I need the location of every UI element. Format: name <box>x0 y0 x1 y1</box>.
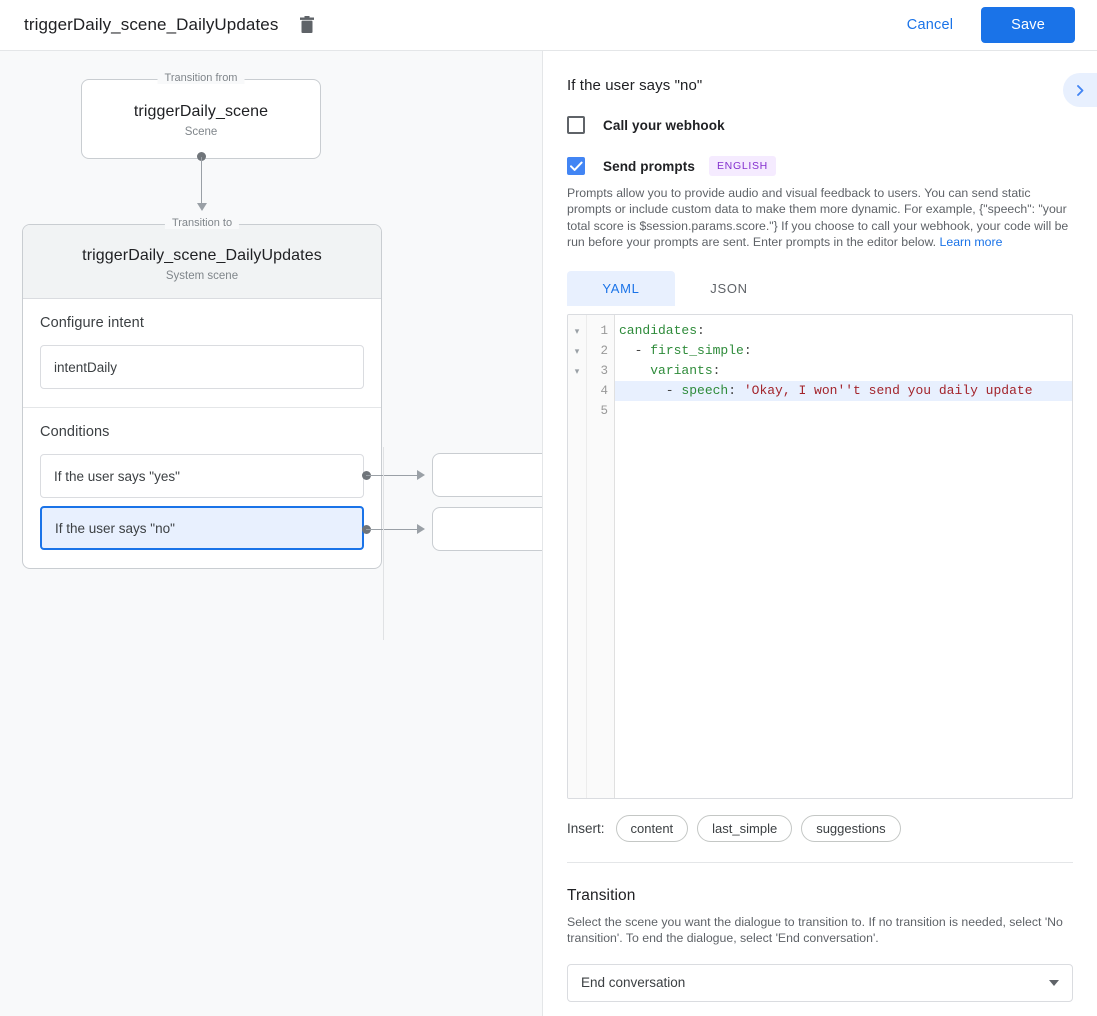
editor-format-tabs: YAML JSON <box>567 271 1073 307</box>
line-number: 5 <box>600 404 608 419</box>
line-number: 1 <box>600 324 608 339</box>
cancel-button[interactable]: Cancel <box>893 8 967 42</box>
editor-line-numbers: 1 2 3 4 5 <box>587 315 615 799</box>
code-line: variants: <box>650 363 721 379</box>
tab-json[interactable]: JSON <box>710 281 748 297</box>
configure-intent-label: Configure intent <box>40 315 144 331</box>
tab-yaml[interactable]: YAML <box>567 271 675 307</box>
condition-item-no[interactable]: If the user says "no" <box>40 506 364 550</box>
conditions-section: Conditions If the user says "yes" If the… <box>23 407 381 568</box>
section-divider <box>567 862 1073 864</box>
conditions-label: Conditions <box>40 424 110 440</box>
line-number: 2 <box>600 344 608 359</box>
page-title: triggerDaily_scene_DailyUpdates <box>24 15 279 34</box>
panel-header: If the user says "no" <box>543 51 1097 94</box>
code-line: - speech: 'Okay, I won''t send you daily… <box>615 381 1072 402</box>
transition-title: Transition <box>567 887 636 905</box>
transition-to-header: Transition to triggerDaily_scene_DailyUp… <box>23 217 381 299</box>
transition-to-legend: Transition to <box>164 217 240 229</box>
send-prompts-label: Send prompts <box>603 158 695 174</box>
editor-fold-gutter[interactable]: ▾ ▾ ▾ <box>568 315 587 799</box>
target-card-no[interactable] <box>432 507 542 551</box>
transition-select-value: End conversation <box>581 975 686 991</box>
details-panel: If the user says "no" Call your webhook … <box>542 51 1097 1016</box>
fold-marker[interactable]: ▾ <box>574 346 580 357</box>
language-badge: ENGLISH <box>708 156 776 176</box>
edge-source-dot <box>197 152 206 161</box>
condition-yes-edge-arrow <box>417 470 425 480</box>
prompts-description-text: Prompts allow you to provide audio and v… <box>567 186 1069 249</box>
code-line: - first_simple: <box>619 343 752 359</box>
edge-vertical-line <box>201 157 202 205</box>
configure-intent-section: Configure intent intentDaily <box>23 299 381 407</box>
transition-from-title: triggerDaily_scene <box>133 103 269 120</box>
condition-no-edge-arrow <box>417 524 425 534</box>
webhook-checkbox[interactable] <box>567 116 585 134</box>
line-number: 4 <box>600 384 608 399</box>
code-line <box>615 401 1072 421</box>
panel-title: If the user says "no" <box>567 77 703 94</box>
code-editor[interactable]: ▾ ▾ ▾ 1 2 3 4 5 candidates: - first_simp… <box>567 314 1073 800</box>
intent-field[interactable]: intentDaily <box>40 345 364 389</box>
transition-to-node[interactable]: Transition to triggerDaily_scene_DailyUp… <box>22 217 382 569</box>
line-number: 3 <box>600 364 608 379</box>
insert-chip-last-simple[interactable]: last_simple <box>697 815 793 843</box>
transition-from-legend: Transition from <box>157 72 245 84</box>
target-card-yes[interactable] <box>432 453 542 497</box>
panel-body: Call your webhook Send prompts ENGLISH P… <box>543 116 1097 864</box>
edge-arrow-down <box>197 203 207 211</box>
prompts-row: Send prompts ENGLISH <box>567 156 1073 176</box>
transition-select[interactable]: End conversation <box>567 963 1073 1002</box>
caret-down-icon <box>1049 979 1059 986</box>
transition-from-subtitle: Scene <box>184 126 218 138</box>
delete-button[interactable] <box>292 10 322 40</box>
fold-marker[interactable]: ▾ <box>574 326 580 337</box>
insert-chip-content[interactable]: content <box>615 815 689 843</box>
webhook-label: Call your webhook <box>603 117 725 133</box>
canvas-guide-line <box>383 447 384 640</box>
prompts-description: Prompts allow you to provide audio and v… <box>567 185 1073 250</box>
transition-description: Select the scene you want the dialogue t… <box>567 915 1063 946</box>
fold-marker[interactable]: ▾ <box>574 366 580 377</box>
insert-label: Insert: <box>567 821 605 837</box>
condition-item-yes[interactable]: If the user says "yes" <box>40 454 364 498</box>
insert-row: Insert: content last_simple suggestions <box>567 815 1073 843</box>
save-button[interactable]: Save <box>981 7 1075 43</box>
transition-to-subtitle: System scene <box>165 270 239 282</box>
transition-section: Transition Select the scene you want the… <box>543 863 1097 1002</box>
flow-canvas[interactable]: Transition from triggerDaily_scene Scene… <box>0 51 542 1016</box>
editor-content[interactable]: candidates: - first_simple: variants: - … <box>615 315 1072 798</box>
fold-marker <box>568 381 586 401</box>
condition-no-edge-line <box>366 529 418 530</box>
chevron-right-icon[interactable] <box>1063 73 1097 107</box>
learn-more-link[interactable]: Learn more <box>939 234 1003 249</box>
insert-chip-suggestions[interactable]: suggestions <box>801 815 901 843</box>
code-line: candidates: <box>619 323 705 339</box>
webhook-row: Call your webhook <box>567 116 1073 134</box>
send-prompts-checkbox[interactable] <box>567 157 585 175</box>
fold-marker <box>568 401 586 421</box>
top-bar: triggerDaily_scene_DailyUpdates Cancel S… <box>0 0 1097 51</box>
condition-yes-edge-line <box>366 475 418 476</box>
transition-from-node[interactable]: Transition from triggerDaily_scene Scene <box>81 72 321 159</box>
transition-to-title: triggerDaily_scene_DailyUpdates <box>82 247 322 264</box>
